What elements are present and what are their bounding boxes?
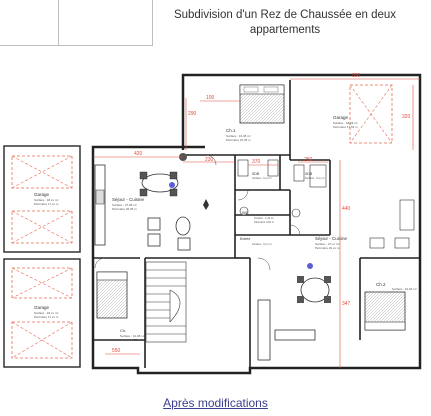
dim-550b: 550 <box>112 348 121 354</box>
dim-370: 370 <box>252 159 261 165</box>
room-area-garage-top: Surface : 18,23 m² <box>333 121 358 125</box>
title-line-2: appartements <box>249 24 321 36</box>
room-area-ch2: Surface : 10,64 m² <box>392 287 417 291</box>
room-area-wc: Surface : 1,32 m² <box>254 216 274 220</box>
outer-walls <box>91 73 422 375</box>
room-area-sejour1: Surface : 27,68 m² <box>112 203 137 207</box>
dim-320: 320 <box>402 114 411 120</box>
room-name-ch-bas: Ch. <box>120 328 126 333</box>
garage-left-top: Garage Surface : 18,xx m² Périmètre 17,x… <box>3 145 81 253</box>
caption-apres-modifications: Après modifications <box>163 396 268 410</box>
kitchen-counter-right <box>257 299 271 361</box>
room-perim-sejour1: Périmètre 26,05 m <box>112 207 137 211</box>
dim-230: 230 <box>205 157 214 163</box>
room-area-ch1: Surface : 10,38 m² <box>226 134 251 138</box>
bathrooms <box>237 159 327 218</box>
title-line-1: Subdivision d'un Rez de Chaussée en deux <box>173 9 397 21</box>
room-perim-garage-left2: Périmètre 17,xx m <box>34 315 59 319</box>
title-cell-left <box>0 0 59 46</box>
title-block: Subdivision d'un Rez de Chaussée en deux… <box>0 0 431 46</box>
dim-347: 347 <box>342 301 351 307</box>
room-perim-sejour2: Périmètre 22,xx m <box>315 246 340 250</box>
room-area-sejour2: Surface : 27,xx m² <box>315 242 339 246</box>
staircase <box>145 261 187 343</box>
kitchen-counter-left <box>94 164 106 246</box>
lounge-right <box>369 199 415 249</box>
bed-bottom-left <box>96 271 128 319</box>
room-area-ch-bas: Surface : 10,38 m² <box>120 334 145 338</box>
room-area-sdb1: Surface : 3,xx m² <box>252 176 272 180</box>
room-name-wc: WC <box>242 210 249 215</box>
room-area-sdb2: Surface : 3,xx m² <box>305 176 325 180</box>
room-name-ch2: Ch.2 <box>376 282 386 287</box>
garage-left-bottom: Garage Surface : 18,xx m² Périmètre 17,x… <box>3 258 81 368</box>
dim-550: 550 <box>352 73 361 79</box>
title-cell-mid <box>58 0 153 46</box>
room-name-sejour2: Séjour - Cuisine <box>315 236 348 241</box>
dim-290: 290 <box>188 111 197 117</box>
dim-250: 250 <box>304 157 313 163</box>
bed-ch1 <box>239 84 285 124</box>
page-title: Subdivision d'un Rez de Chaussée en deux… <box>150 8 420 38</box>
kitchen-sink-right <box>274 329 316 341</box>
door-swings <box>94 154 301 271</box>
room-perim-ch-bas: Périmètre 13,xx m <box>120 338 145 342</box>
kitchen-sink-left <box>95 189 105 205</box>
room-name-garage-left2: Garage <box>34 305 50 310</box>
room-name-sdb2: SDB <box>305 172 313 176</box>
room-perim-ch1: Périmètre 15,35 m <box>226 138 251 142</box>
room-name-entree: Entrée <box>240 237 250 241</box>
dim-100: 100 <box>206 95 215 101</box>
room-name-sejour1: Séjour - Cuisine <box>112 197 145 202</box>
room-perim-wc: Périmètre 4,60 m <box>254 220 274 224</box>
room-name-garage-top: Garage <box>333 115 349 120</box>
garage-top: Garage Surface : 18,23 m² Périmètre 17,5… <box>333 84 393 144</box>
lounge-left <box>147 199 209 251</box>
dining-table-right <box>297 263 331 303</box>
room-name-garage-left: Garage <box>34 192 50 197</box>
dining-table-left <box>139 153 187 197</box>
bed-ch2 <box>364 291 406 331</box>
room-area-garage-left2: Surface : 18,xx m² <box>34 311 58 315</box>
room-name-sdb1: SDB <box>252 172 260 176</box>
dim-440: 440 <box>342 206 351 212</box>
room-area-garage-left: Surface : 18,xx m² <box>34 198 58 202</box>
room-area-entree: Surface : 3,xx m² <box>252 242 272 246</box>
room-perim-garage-top: Périmètre 17,53 m <box>333 125 358 129</box>
interior-walls <box>93 80 420 368</box>
room-perim-garage-left: Périmètre 17,xx m <box>34 202 59 206</box>
dim-420: 420 <box>134 151 143 157</box>
dimension-lines: 550 420 230 370 250 347 440 320 290 100 … <box>93 73 420 368</box>
room-name-ch1: Ch.1 <box>226 128 236 133</box>
